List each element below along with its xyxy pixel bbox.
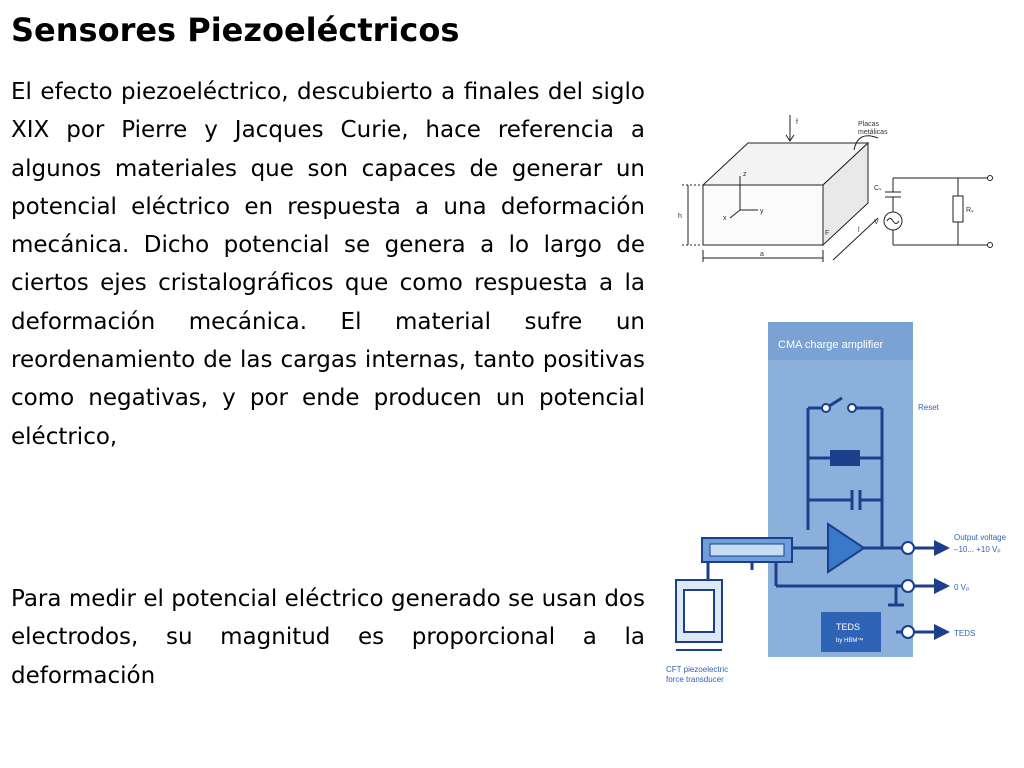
plates-label-line2: metálicas	[858, 129, 888, 136]
source-v-label: V	[874, 219, 879, 226]
axis-x-label: x	[723, 215, 727, 222]
dimension-a-label: a	[760, 251, 764, 258]
paragraph-piezo-effect: El efecto piezoeléctrico, descubierto a …	[11, 79, 645, 450]
teds-box-sublabel: by HBM™	[836, 637, 863, 644]
plates-label-line1: Placas	[858, 121, 880, 128]
force-F-label: F	[825, 230, 829, 237]
output-range-label: –10... +10 Vₚ	[954, 545, 1001, 554]
transducer-label-line2: force transducer	[666, 675, 724, 684]
axis-z-label: z	[743, 171, 747, 178]
slide-title: Sensores Piezoeléctricos	[11, 11, 460, 49]
force-f-label: f	[796, 119, 798, 126]
paragraph-measurement: Para medir el potencial eléctrico genera…	[11, 586, 645, 689]
capacitor-cs-label: Cₛ	[874, 185, 882, 192]
teds-box-label: TEDS	[836, 622, 860, 632]
amplifier-header: CMA charge amplifier	[778, 339, 883, 351]
reset-label: Reset	[918, 403, 940, 412]
dimension-h-label: h	[678, 213, 682, 220]
zero-volt-label: 0 Vₚ	[954, 583, 969, 592]
dimension-l-label: l	[858, 227, 860, 234]
output-voltage-label: Output voltage	[954, 533, 1006, 542]
resistor-rs-label: Rₛ	[966, 207, 974, 214]
transducer-label-line1: CFT piezoelectric	[666, 665, 728, 674]
piezo-element-diagram: Placas metálicas z x y h a l F f Cₛ V Rₛ	[678, 115, 993, 262]
axis-y-label: y	[760, 208, 764, 215]
teds-output-label: TEDS	[954, 629, 975, 638]
charge-amplifier-diagram: CMA charge amplifier	[656, 300, 1006, 725]
